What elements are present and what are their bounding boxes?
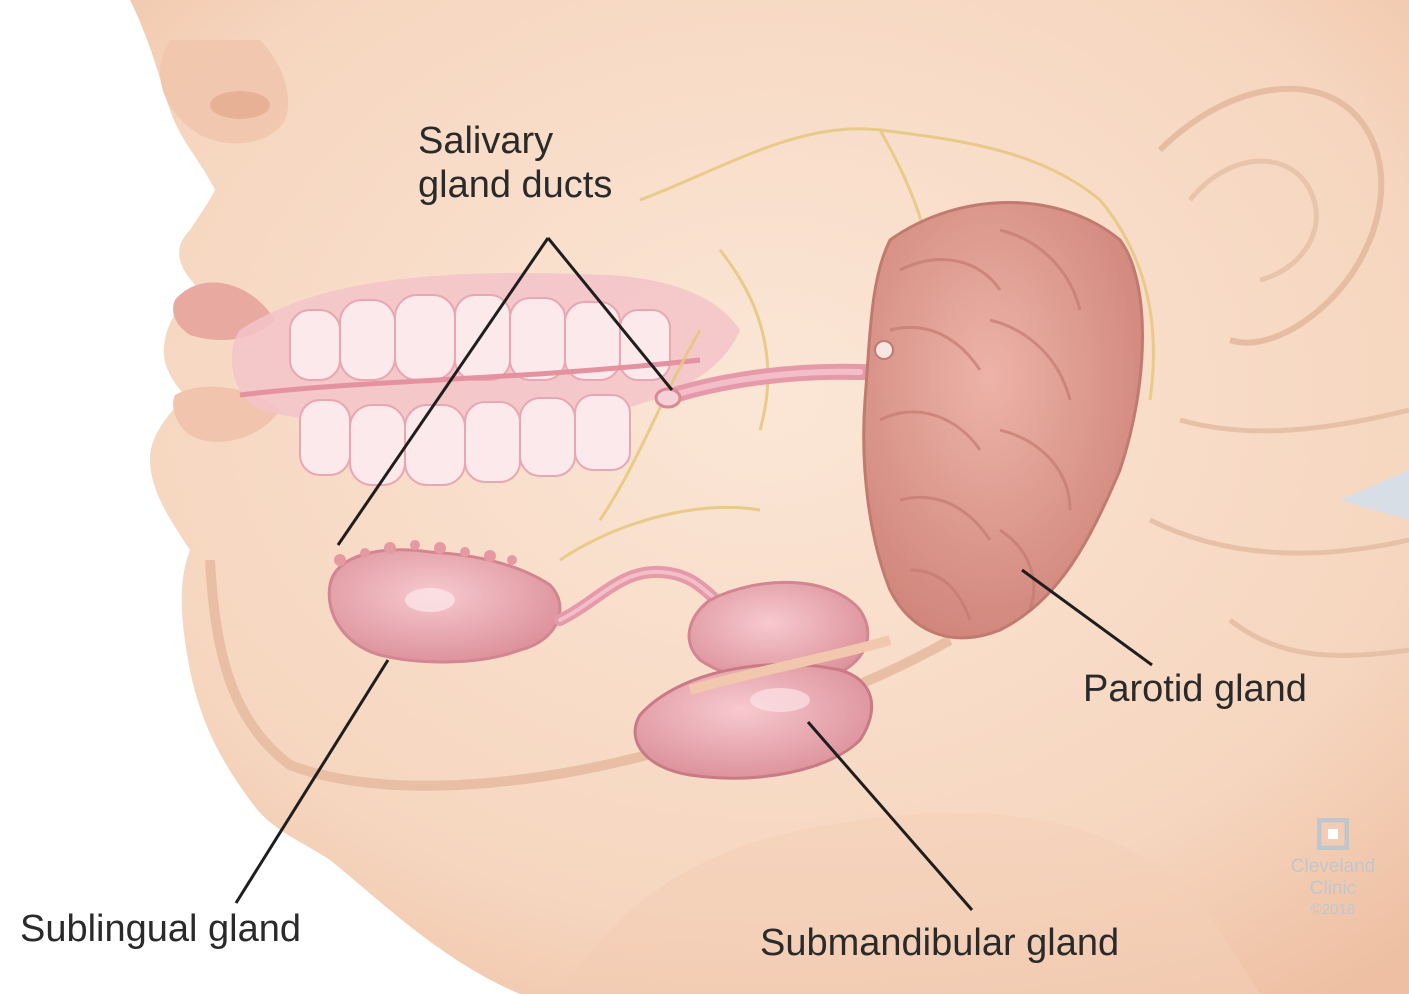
logo-line1: Cleveland [1268, 856, 1398, 878]
label-ducts-line1: Salivary [418, 120, 612, 164]
label-submandibular-gland: Submandibular gland [760, 922, 1119, 966]
label-salivary-gland-ducts: Salivary gland ducts [418, 120, 612, 207]
logo-line2: Clinic [1268, 878, 1398, 900]
logo-year: ©2018 [1268, 900, 1398, 920]
logo-square-icon [1317, 818, 1349, 850]
label-parotid-gland: Parotid gland [1083, 668, 1307, 712]
label-sublingual-gland: Sublingual gland [20, 908, 301, 952]
label-ducts-line2: gland ducts [418, 164, 612, 208]
cleveland-clinic-logo: Cleveland Clinic ©2018 [1268, 818, 1398, 920]
